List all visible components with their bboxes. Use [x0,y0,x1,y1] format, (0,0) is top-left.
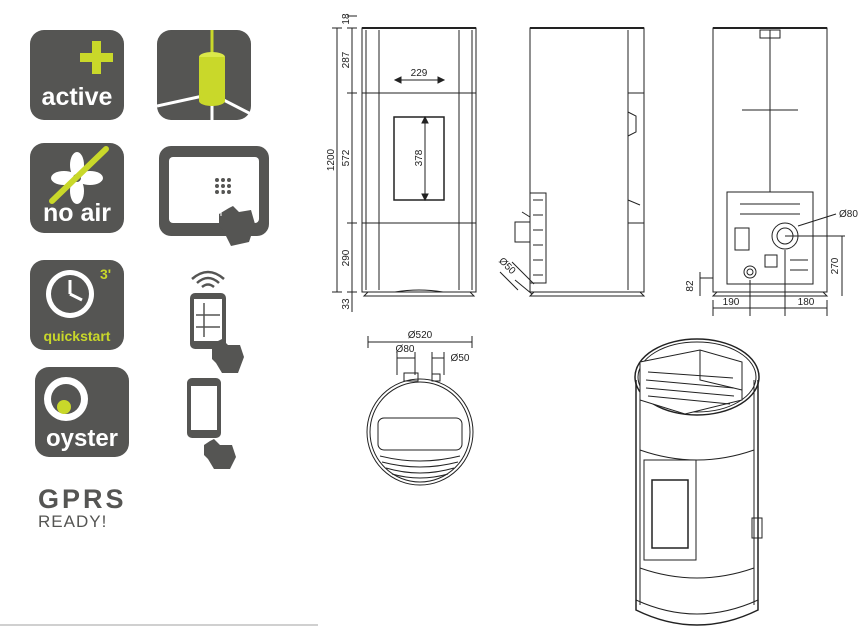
quickstart-label: quickstart [43,328,111,344]
tablet-touch-icon [159,146,269,246]
dim-rear-left-offset: 190 [723,297,740,308]
quickstart-superscript: 3' [100,266,112,282]
tablet-badge [159,146,269,246]
active-label: active [41,83,113,111]
rear-view [699,27,845,316]
oyster-icon [44,377,88,421]
side-view [499,27,646,297]
dim-front-middle: 572 [341,149,352,166]
lamp-badge [157,30,251,120]
dim-side-flue: Ø50 [496,256,517,277]
no-air-badge: no air [30,143,124,233]
dim-rear-flue-height: 270 [830,257,841,274]
dim-front-top: 18 [341,13,352,25]
oyster-badge: oyster [35,367,129,457]
phone-touch-icon [187,378,236,469]
fan-crossed-icon [49,146,109,204]
dim-rear-flue: Ø80 [839,209,858,220]
phone-wireless-icon [190,270,244,373]
phone-wireless-badge [182,265,252,375]
gprs-text: GPRS [38,484,127,514]
gprs-ready-logo: GPRS READY! [38,486,148,531]
dim-window-height: 378 [414,149,425,166]
lamp-icon [157,30,251,120]
top-view [366,336,474,486]
dim-front-lower: 290 [341,249,352,266]
dim-top-flue-a: Ø80 [396,344,415,355]
front-view [332,15,477,312]
oyster-label: oyster [45,425,119,452]
plus-icon [80,41,113,74]
divider [0,624,318,626]
clock-icon [46,270,94,318]
quickstart-badge: 3' quickstart [30,260,124,350]
dim-front-upper: 287 [341,51,352,68]
dim-window-width: 229 [411,68,428,79]
dim-front-total: 1200 [326,148,337,171]
ready-text: READY! [38,512,108,531]
dim-rear-inlet-height: 82 [685,280,696,292]
no-air-label: no air [42,199,112,227]
perspective-view [634,338,763,626]
dim-top-diameter: Ø520 [408,330,433,341]
dim-rear-right-offset: 180 [798,297,815,308]
phone-touch-badge [184,375,254,470]
dim-top-flue-b: Ø50 [451,353,470,364]
dim-front-base: 33 [341,298,352,310]
active-badge: active [30,30,124,120]
